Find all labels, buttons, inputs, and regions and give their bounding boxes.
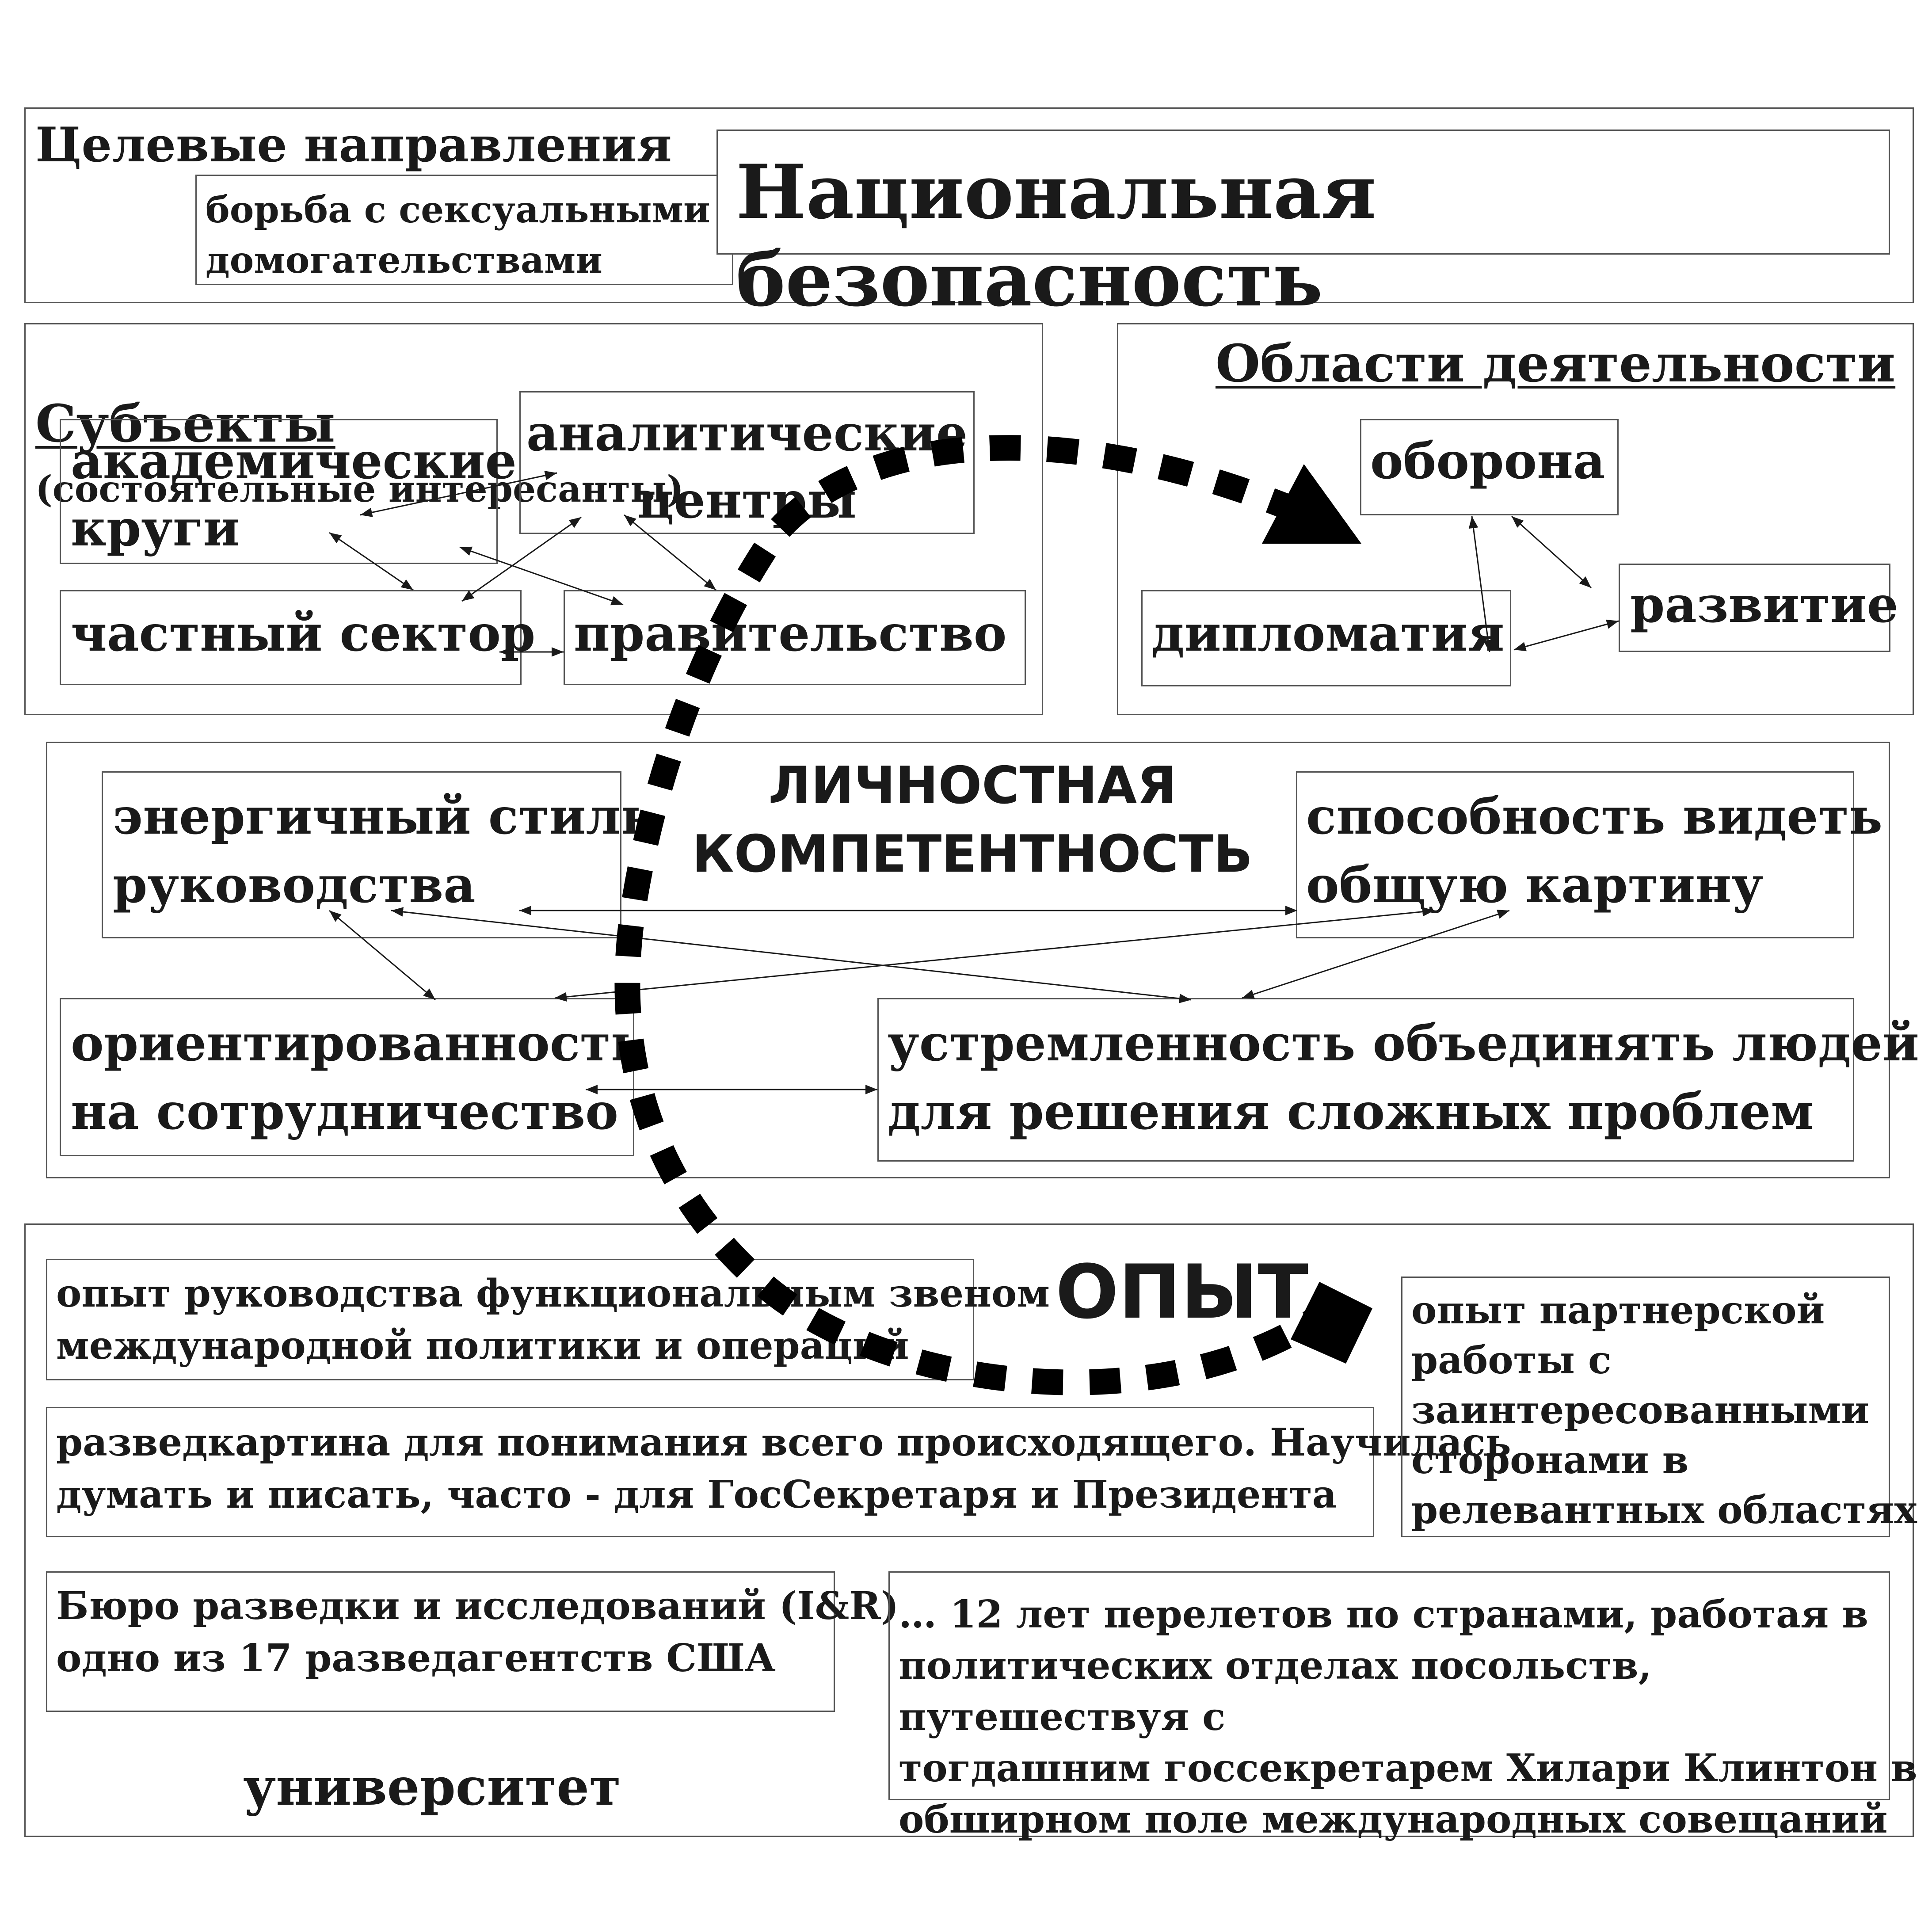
exp-item2: разведкартина для понимания всего происх… bbox=[56, 1420, 1511, 1517]
private-sector-box bbox=[60, 590, 522, 685]
exp-item4-box bbox=[888, 1571, 1890, 1800]
target-item: борьба с сексуальными домогательствами bbox=[206, 189, 710, 282]
energetic-label: энергичный стиль руководства bbox=[113, 788, 655, 914]
private-sector-label: частный сектор bbox=[71, 605, 536, 663]
main-title: Национальная безопасность bbox=[736, 148, 1376, 323]
exp-item2-box bbox=[46, 1407, 1374, 1537]
development-label: развитие bbox=[1630, 576, 1898, 634]
exp-item1: опыт руководства функциональным звеном м… bbox=[56, 1271, 1050, 1368]
exp-partner: опыт партнерской работы с заинтересованн… bbox=[1411, 1288, 1917, 1532]
government-label: правительство bbox=[574, 605, 1007, 663]
areas-heading: Области деятельности bbox=[1216, 334, 1896, 394]
main-title-box bbox=[716, 130, 1890, 255]
defense-label: оборона bbox=[1370, 432, 1605, 490]
diplomacy-label: дипломатия bbox=[1151, 605, 1505, 663]
development-box bbox=[1619, 564, 1890, 652]
big-picture-label: способность видеть общую картину bbox=[1306, 788, 1882, 914]
academic-label: академические круги bbox=[71, 432, 517, 557]
unite-label: устремленность объединять людей для реше… bbox=[888, 1014, 1919, 1141]
subjects-heading-label: Субъекты bbox=[35, 394, 335, 454]
top-panel bbox=[24, 107, 1914, 303]
exp-item3-box bbox=[46, 1571, 835, 1712]
experience-heading: ОПЫТ bbox=[1056, 1249, 1309, 1335]
target-heading: Целевые направления bbox=[35, 117, 672, 173]
competence-heading: ЛИЧНОСТНАЯ КОМПЕТЕНТНОСТЬ bbox=[692, 756, 1253, 884]
exp-university: университет bbox=[243, 1757, 621, 1817]
exp-item3: Бюро разведки и исследований (I&R) одно … bbox=[56, 1584, 899, 1680]
analytic-label: аналитические центры bbox=[526, 404, 968, 530]
cooperation-label: ориентированность на сотрудничество bbox=[71, 1014, 644, 1141]
exp-item4: … 12 лет перелетов по странами, работая … bbox=[899, 1592, 1917, 1842]
exp-partner-box bbox=[1401, 1277, 1890, 1537]
